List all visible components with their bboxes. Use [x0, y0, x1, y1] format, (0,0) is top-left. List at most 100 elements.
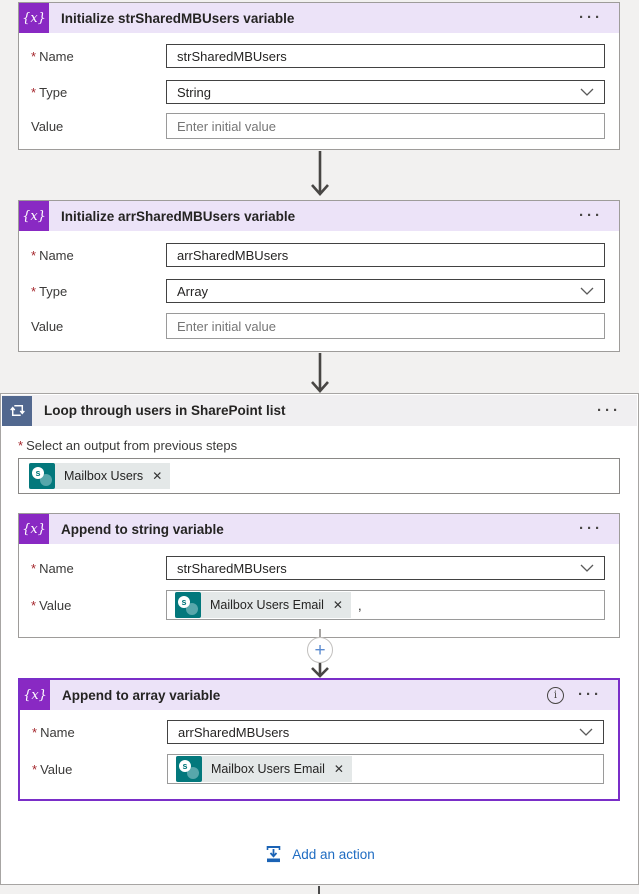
card-title: Append to string variable [61, 521, 224, 537]
card-title: Initialize strSharedMBUsers variable [61, 10, 295, 26]
card-header-initialize-string[interactable]: {x} Initialize strSharedMBUsers variable… [19, 3, 619, 33]
insert-action-button[interactable]: + [307, 637, 333, 663]
action-card-append-string: {x} Append to string variable ··· *Name … [18, 513, 620, 638]
value-input-placeholder: Enter initial value [177, 318, 276, 334]
dynamic-content-token[interactable]: s Mailbox Users Email ✕ [176, 756, 352, 782]
field-label-text: Type [39, 283, 68, 299]
chevron-down-icon [579, 728, 593, 736]
name-input-value: strSharedMBUsers [177, 48, 287, 64]
sharepoint-icon-bubble [40, 474, 52, 486]
value-input[interactable]: s Mailbox Users Email ✕ [167, 754, 604, 784]
variable-icon: {x} [19, 514, 49, 544]
type-select[interactable]: String [166, 80, 605, 104]
field-label-text: Value [40, 761, 73, 777]
field-label-text: Select an output from previous steps [26, 438, 238, 453]
add-action-icon [266, 846, 281, 863]
loop-header[interactable]: Loop through users in SharePoint list ··… [2, 395, 637, 426]
card-header-append-array[interactable]: {x} Append to array variable i ··· [20, 680, 618, 710]
output-select-input[interactable]: s Mailbox Users ✕ [18, 458, 620, 494]
field-label-text: Name [39, 48, 74, 64]
output-select-label: *Select an output from previous steps [18, 438, 237, 453]
name-select-value: arrSharedMBUsers [178, 724, 290, 740]
value-input[interactable]: Enter initial value [166, 113, 605, 139]
value-input[interactable]: s Mailbox Users Email ✕ , [166, 590, 605, 620]
field-label-text: Value [31, 318, 64, 334]
value-text-suffix: , [357, 597, 362, 613]
sharepoint-icon: s [176, 756, 202, 782]
name-field-row: *Name strSharedMBUsers [31, 556, 605, 580]
type-field-label: *Type [31, 284, 166, 299]
connector-arrow [300, 663, 340, 678]
more-menu-icon[interactable]: ··· [579, 207, 603, 224]
token-label: Mailbox Users Email [210, 598, 324, 612]
type-select[interactable]: Array [166, 279, 605, 303]
card-header-initialize-array[interactable]: {x} Initialize arrSharedMBUsers variable… [19, 201, 619, 231]
required-asterisk: * [32, 761, 38, 777]
arrow-down-icon [311, 663, 329, 678]
sharepoint-icon-letter: s [179, 760, 191, 772]
plus-icon: + [314, 639, 326, 661]
connector-stem [318, 886, 320, 894]
variable-icon: {x} [19, 3, 49, 33]
dynamic-content-token[interactable]: s Mailbox Users ✕ [29, 463, 171, 489]
required-asterisk: * [31, 84, 37, 100]
type-field-row: *Type String [31, 80, 605, 104]
value-field-row: *Value s Mailbox Users Email ✕ [32, 754, 604, 784]
close-icon[interactable]: ✕ [332, 598, 343, 612]
field-label-text: Name [39, 560, 74, 576]
value-field-row: *Value s Mailbox Users Email ✕ , [31, 590, 605, 620]
action-card-initialize-string: {x} Initialize strSharedMBUsers variable… [18, 2, 620, 150]
add-action-button[interactable]: Add an action [0, 845, 639, 864]
card-title: Initialize arrSharedMBUsers variable [61, 208, 296, 224]
value-input-placeholder: Enter initial value [177, 118, 276, 134]
required-asterisk: * [31, 283, 37, 299]
type-select-value: Array [177, 283, 209, 299]
name-field-label: *Name [31, 561, 166, 576]
required-asterisk: * [31, 560, 37, 576]
info-icon[interactable]: i [547, 686, 564, 704]
variable-icon: {x} [19, 201, 49, 231]
name-input-value: arrSharedMBUsers [177, 247, 289, 263]
variable-icon: {x} [20, 680, 50, 710]
field-label-text: Value [31, 118, 64, 134]
more-menu-icon[interactable]: ··· [579, 520, 603, 537]
name-input[interactable]: strSharedMBUsers [166, 44, 605, 68]
name-select[interactable]: arrSharedMBUsers [167, 720, 604, 744]
sharepoint-icon: s [29, 463, 55, 489]
arrow-down-icon [311, 151, 329, 196]
required-asterisk: * [31, 597, 37, 613]
sharepoint-icon: s [175, 592, 201, 618]
arrow-down-icon [311, 353, 329, 393]
value-field-label: Value [31, 319, 166, 334]
card-header-append-string[interactable]: {x} Append to string variable ··· [19, 514, 619, 544]
sharepoint-icon-bubble [187, 767, 199, 779]
name-select[interactable]: strSharedMBUsers [166, 556, 605, 580]
required-asterisk: * [31, 247, 37, 263]
value-field-label: Value [31, 119, 166, 134]
token-label: Mailbox Users [64, 469, 144, 483]
more-menu-icon[interactable]: ··· [578, 686, 602, 703]
sharepoint-icon-letter: s [178, 596, 190, 608]
more-menu-icon[interactable]: ··· [597, 401, 621, 419]
name-input[interactable]: arrSharedMBUsers [166, 243, 605, 267]
chevron-down-icon [580, 287, 594, 295]
close-icon[interactable]: ✕ [152, 469, 163, 483]
name-select-value: strSharedMBUsers [177, 560, 287, 576]
value-field-row: Value Enter initial value [31, 313, 605, 339]
add-action-label: Add an action [292, 847, 375, 862]
close-icon[interactable]: ✕ [333, 762, 344, 776]
chevron-down-icon [580, 88, 594, 96]
value-input[interactable]: Enter initial value [166, 313, 605, 339]
value-field-label: *Value [31, 598, 166, 613]
dynamic-content-token[interactable]: s Mailbox Users Email ✕ [175, 592, 351, 618]
token-label: Mailbox Users Email [211, 762, 325, 776]
name-field-row: *Name arrSharedMBUsers [31, 243, 605, 267]
name-field-label: *Name [31, 248, 166, 263]
value-field-row: Value Enter initial value [31, 113, 605, 139]
more-menu-icon[interactable]: ··· [579, 9, 603, 26]
name-field-label: *Name [31, 49, 166, 64]
connector-arrow [300, 353, 340, 393]
required-asterisk: * [18, 438, 24, 453]
name-field-label: *Name [32, 725, 167, 740]
